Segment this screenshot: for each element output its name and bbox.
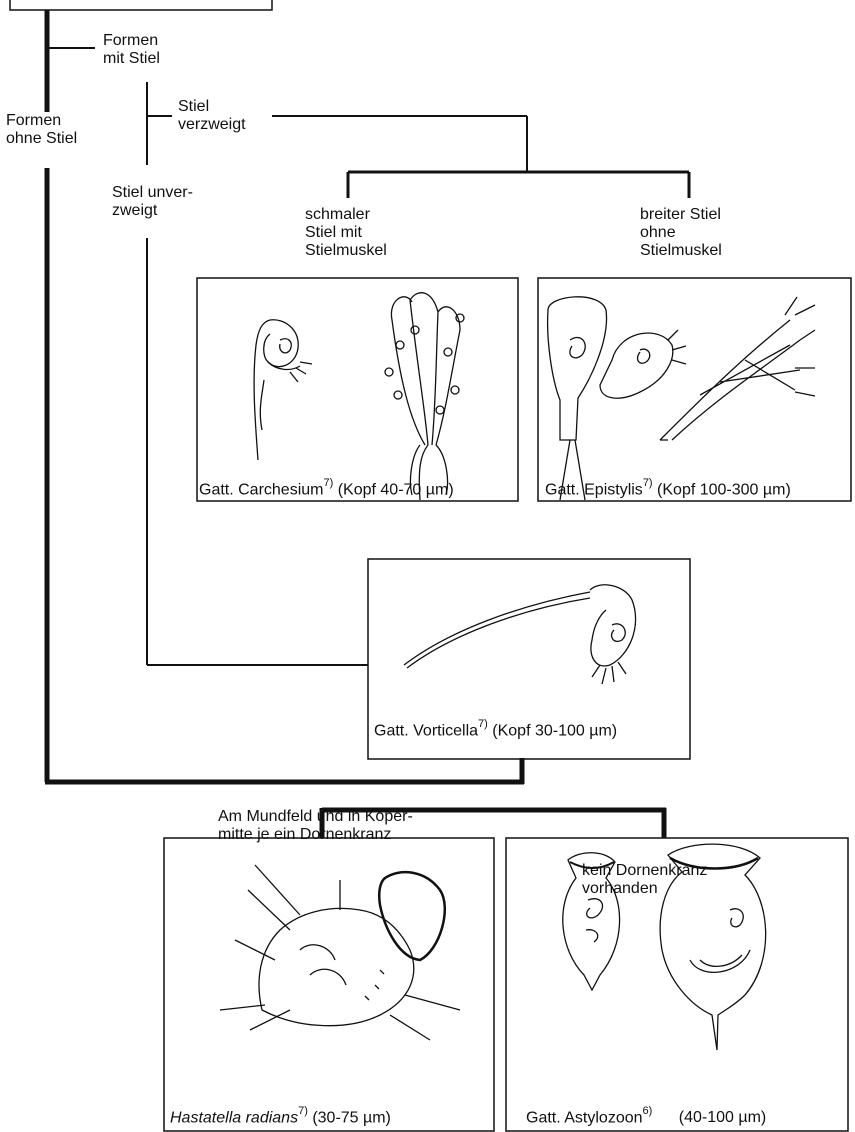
caption-astylozoon: Gatt. Astylozoon6) (40-100 µm)	[526, 1104, 766, 1127]
size-astylozoon: (40-100 µm)	[679, 1109, 766, 1126]
caption-epistylis: Gatt. Epistylis7) (Kopf 100-300 µm)	[545, 476, 791, 499]
panel-epistylis	[538, 278, 851, 501]
hastatella-illustration	[220, 865, 460, 1040]
panel-hastatella	[164, 838, 494, 1131]
label-narrow-stalk: schmaler Stiel mit Stielmuskel	[305, 206, 387, 260]
genus-astylozoon: Gatt. Astylozoon	[526, 1109, 643, 1126]
top-box	[10, 0, 272, 10]
size-vorticella: (Kopf 30-100 µm)	[492, 722, 617, 739]
label-stalk-unbranched: Stiel unver- zweigt	[112, 184, 193, 220]
caption-hastatella: Hastatella radians7) (30-75 µm)	[170, 1104, 391, 1127]
label-no-spine-ring: kein Dornenkranz vorhanden	[582, 862, 707, 898]
genus-carchesium: Gatt. Carchesium	[199, 481, 323, 498]
genus-vorticella: Gatt. Vorticella	[374, 722, 478, 739]
size-epistylis: (Kopf 100-300 µm)	[657, 481, 791, 498]
label-spine-rings: Am Mundfeld und in Köper- mitte je ein D…	[218, 808, 413, 844]
footnote-astylozoon: 6)	[643, 1105, 653, 1117]
size-carchesium: (Kopf 40-70 µm)	[338, 481, 454, 498]
label-with-stalk: Formen mit Stiel	[103, 32, 160, 68]
caption-carchesium: Gatt. Carchesium7) (Kopf 40-70 µm)	[199, 476, 454, 499]
footnote-vorticella: 7)	[478, 718, 488, 730]
caption-vorticella: Gatt. Vorticella7) (Kopf 30-100 µm)	[374, 717, 617, 740]
tree-lines	[45, 10, 689, 838]
genus-epistylis: Gatt. Epistylis	[545, 481, 643, 498]
footnote-hastatella: 7)	[298, 1105, 308, 1117]
species-hastatella: Hastatella radians	[170, 1109, 298, 1126]
size-hastatella: (30-75 µm)	[312, 1109, 391, 1126]
epistylis-illustration	[548, 297, 815, 500]
footnote-epistylis: 7)	[643, 477, 653, 489]
vorticella-illustration	[404, 585, 636, 684]
panel-carchesium	[197, 278, 518, 501]
label-stalk-branched: Stiel verzweigt	[178, 98, 246, 134]
footnote-carchesium: 7)	[323, 477, 333, 489]
carchesium-illustration	[254, 293, 464, 500]
label-without-stalk: Formen ohne Stiel	[6, 112, 77, 148]
label-broad-stalk: breiter Stiel ohne Stielmuskel	[640, 206, 722, 260]
